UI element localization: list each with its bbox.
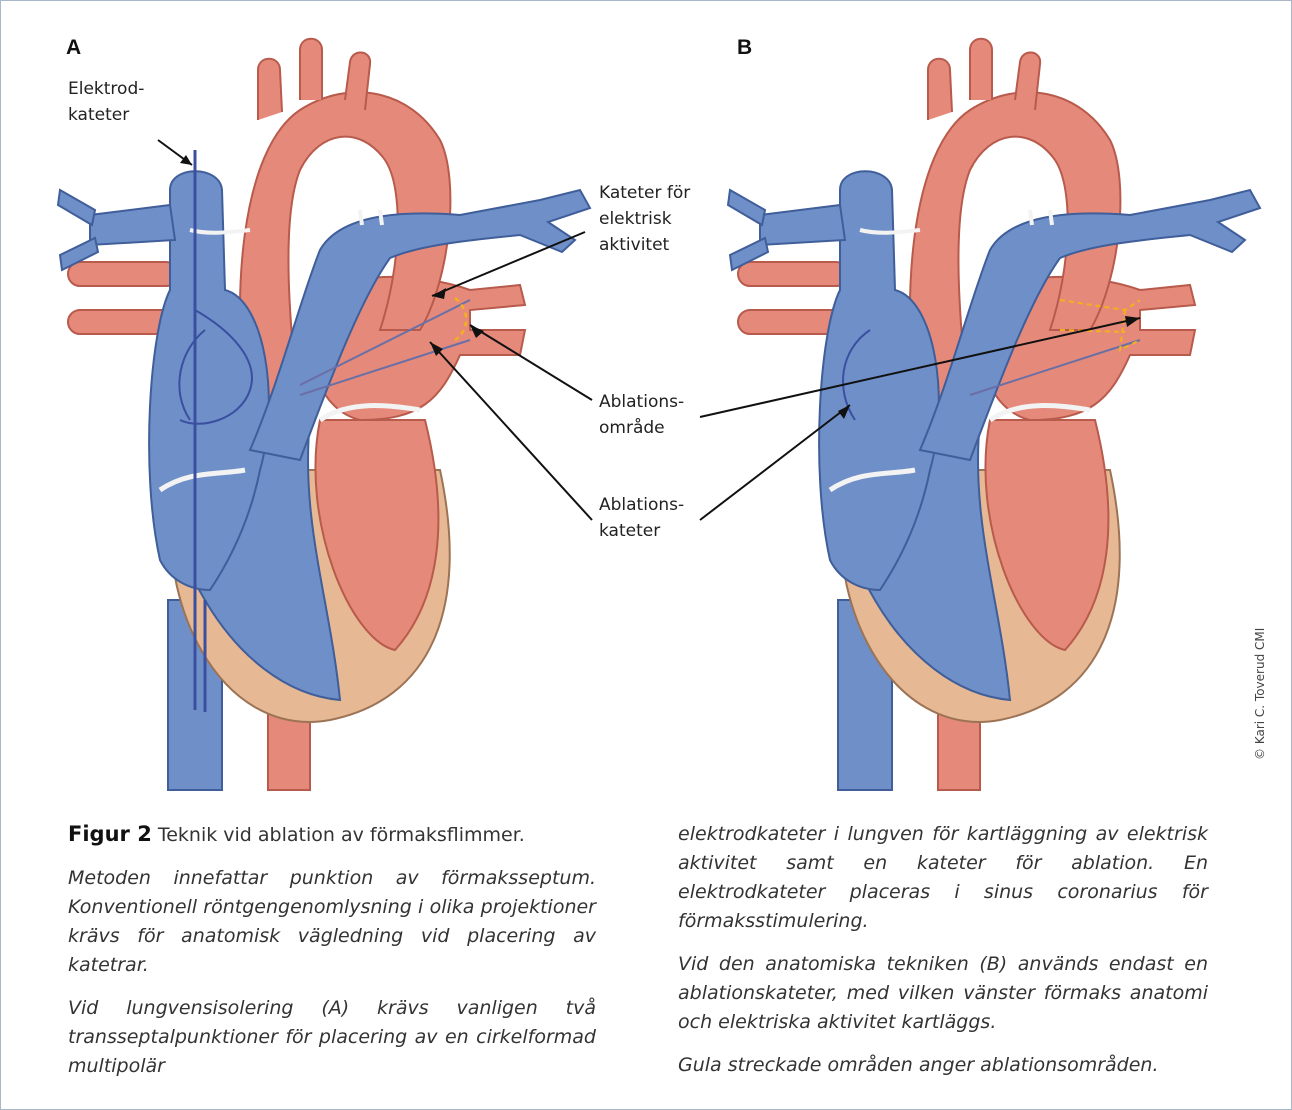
- caption-paragraph-4: Vid den anatomiska tekniken (B) används …: [678, 950, 1208, 1037]
- figure-title: Teknik vid ablation av förmaksflimmer.: [152, 824, 525, 846]
- electrode-catheter-label-line1: Elektrod-: [68, 76, 144, 102]
- ablation-catheter-label: Ablations- kateter: [599, 492, 684, 544]
- caption-paragraph-5: Gula streckade områden anger ablationsom…: [678, 1051, 1208, 1080]
- activity-catheter-label-line1: Kateter för: [599, 180, 690, 206]
- heart-panel-a: [58, 39, 590, 790]
- caption-paragraph-1: Metoden innefattar punktion av förmaksse…: [68, 864, 596, 980]
- caption-left-column: Figur 2 Teknik vid ablation av förmaksfl…: [68, 820, 596, 1095]
- ablation-area-label: Ablations- område: [599, 389, 684, 441]
- caption-right-column: elektrodkateter i lungven för kartläggni…: [678, 820, 1208, 1094]
- activity-catheter-label-line3: aktivitet: [599, 232, 690, 258]
- caption-paragraph-3: elektrodkateter i lungven för kartläggni…: [678, 820, 1208, 936]
- figure-label: Figur 2: [68, 822, 152, 846]
- electrode-catheter-label: Elektrod- kateter: [68, 76, 144, 128]
- copyright-notice: © Kari C. Toverud CMI: [1253, 628, 1267, 760]
- activity-catheter-label: Kateter för elektrisk aktivitet: [599, 180, 690, 258]
- ablation-catheter-label-line1: Ablations-: [599, 492, 684, 518]
- caption-paragraph-2: Vid lungvensisolering (A) krävs vanligen…: [68, 994, 596, 1081]
- heart-panel-b: [728, 39, 1260, 790]
- ablation-catheter-label-line2: kateter: [599, 518, 684, 544]
- ablation-area-label-line2: område: [599, 415, 684, 441]
- activity-catheter-label-line2: elektrisk: [599, 206, 690, 232]
- ablation-area-label-line1: Ablations-: [599, 389, 684, 415]
- electrode-catheter-label-line2: kateter: [68, 102, 144, 128]
- caption-title: Figur 2 Teknik vid ablation av förmaksfl…: [68, 820, 596, 850]
